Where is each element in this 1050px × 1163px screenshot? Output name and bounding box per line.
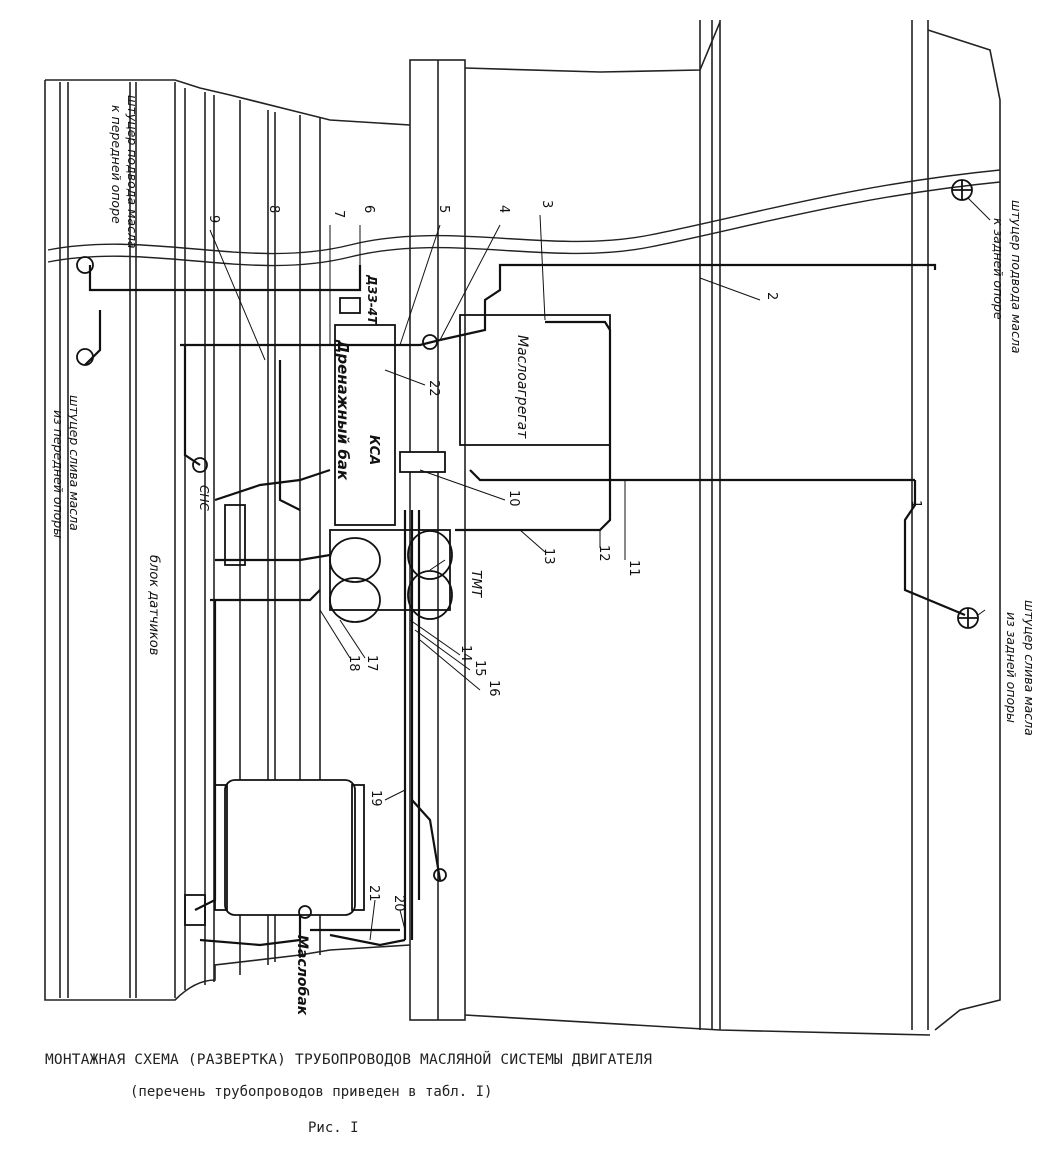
label-oil-unit: Маслоагрегат	[514, 335, 530, 439]
oil-tank-box	[224, 779, 356, 916]
dzz-box	[339, 297, 361, 314]
callout-9: 9	[206, 215, 221, 223]
drain-tank-box	[334, 324, 396, 526]
callout-10: 10	[506, 490, 521, 507]
callout-16: 16	[486, 680, 501, 697]
callout-8: 8	[266, 205, 281, 213]
callout-4: 4	[496, 205, 511, 213]
sensor-block-box	[224, 504, 246, 566]
callout-13: 13	[541, 548, 556, 565]
label-sensor-block: блок датчиков	[146, 555, 161, 655]
callout-3: 3	[539, 200, 554, 208]
fitting-annotations: штуцер подвода масла к задней опоре штуц…	[51, 95, 1037, 736]
front-supply-label-2: к передней опоре	[109, 105, 124, 224]
callout-19: 19	[368, 790, 383, 807]
front-drain-label-2: из передней опоры	[51, 410, 66, 538]
label-sns: СНС	[197, 485, 211, 511]
callout-11: 11	[626, 560, 641, 577]
pipelines	[84, 263, 966, 947]
callout-7: 7	[331, 210, 346, 218]
figure-number: Рис. I	[308, 1120, 359, 1136]
callout-2: 2	[764, 292, 779, 300]
rear-drain-label-2: из задней опоры	[1004, 612, 1019, 723]
rear-supply-label-2: к задней опоре	[991, 218, 1006, 320]
callout-numbers: 1 2 3 4 5 6 7 8 9 10 11 12 13 14 15 16 1…	[206, 200, 923, 912]
callout-18: 18	[346, 655, 361, 672]
component-labels: Маслоагрегат Дренажный бак КСА ДЗЗ-4Т ТМ…	[146, 274, 530, 1016]
front-drain-fitting-icon	[76, 348, 94, 366]
callout-5: 5	[436, 205, 451, 213]
rear-drain-label-1: штуцер слива масла	[1022, 600, 1037, 736]
label-dzz: ДЗЗ-4Т	[365, 274, 379, 325]
components	[76, 256, 611, 926]
callout-21: 21	[366, 885, 381, 902]
figure-subtitle: (перечень трубопроводов приведен в табл.…	[130, 1084, 493, 1100]
callout-15: 15	[472, 660, 487, 677]
label-tmt: ТМТ	[468, 570, 483, 598]
label-ksa: КСА	[366, 435, 381, 465]
break-lines	[47, 169, 1001, 267]
callout-1: 1	[908, 500, 923, 508]
label-drain-tank: Дренажный бак	[334, 339, 352, 481]
ksa-box	[399, 451, 446, 473]
oil-unit-box	[459, 314, 611, 446]
callout-6: 6	[361, 205, 376, 213]
callout-12: 12	[596, 545, 611, 562]
tmt-box	[329, 529, 451, 611]
leader-lines	[209, 197, 991, 941]
front-drain-label-1: штуцер слива масла	[67, 395, 82, 531]
fittings	[76, 179, 979, 629]
rear-supply-label-1: штуцер подвода масла	[1009, 200, 1024, 354]
callout-20: 20	[391, 895, 406, 912]
engine-oil-piping-diagram: 1 2 3 4 5 6 7 8 9 10 11 12 13 14 15 16 1…	[44, 20, 1037, 1036]
figure-title: МОНТАЖНАЯ СХЕМА (РАЗВЕРТКА) ТРУБОПРОВОДО…	[45, 1052, 653, 1068]
callout-14: 14	[458, 645, 473, 662]
front-supply-label-1: штуцер подвода масла	[125, 95, 140, 249]
label-oil-tank: Маслобак	[294, 935, 310, 1016]
callout-17: 17	[364, 655, 379, 672]
callout-22: 22	[426, 380, 441, 397]
engine-outline	[44, 20, 1001, 1036]
